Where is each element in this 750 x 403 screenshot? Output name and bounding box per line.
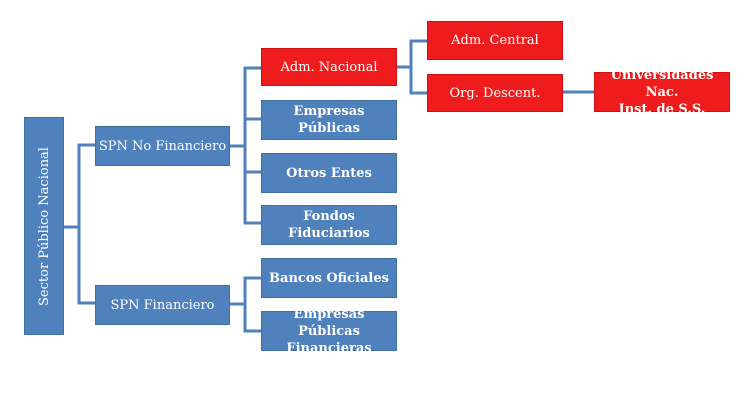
node-fondos-fiduciarios: Fondos Fiduciarios bbox=[261, 205, 397, 245]
node-empresas-publicas: Empresas Públicas bbox=[261, 100, 397, 140]
node-label: SPN Financiero bbox=[110, 297, 215, 313]
node-label-line1: Empresas Públicas bbox=[293, 306, 365, 339]
connector-adm-nacional bbox=[395, 39, 429, 95]
node-spn-financiero: SPN Financiero bbox=[95, 285, 230, 325]
node-bancos-oficiales: Bancos Oficiales bbox=[261, 258, 397, 298]
node-label: Sector Público Nacional bbox=[36, 146, 52, 306]
node-spn-no-financiero: SPN No Financiero bbox=[95, 126, 230, 166]
node-label: Org. Descent. bbox=[449, 85, 541, 101]
node-label-line1: Universidades Nac. bbox=[610, 67, 714, 100]
node-label: SPN No Financiero bbox=[98, 138, 227, 154]
node-empresas-publicas-financieras: Empresas Públicas Financieras bbox=[261, 307, 397, 356]
node-label-line2: Inst. de S.S. bbox=[618, 101, 706, 117]
node-sector-publico-nacional: Sector Público Nacional bbox=[24, 117, 64, 335]
node-otros-entes: Otros Entes bbox=[261, 153, 397, 193]
connector-root bbox=[62, 143, 97, 305]
node-universidades-inst-ss: Universidades Nac. Inst. de S.S. bbox=[594, 68, 730, 117]
node-label: Adm. Nacional bbox=[280, 59, 378, 75]
node-adm-nacional: Adm. Nacional bbox=[261, 48, 397, 86]
node-label: Bancos Oficiales bbox=[269, 270, 389, 286]
node-label: Otros Entes bbox=[286, 165, 372, 181]
connector-spn-no-financiero bbox=[228, 66, 263, 225]
node-label-line2: Financieras bbox=[286, 340, 372, 356]
node-org-descent: Org. Descent. bbox=[427, 74, 563, 112]
node-label: Empresas Públicas bbox=[293, 104, 365, 136]
connector-spn-financiero bbox=[228, 276, 263, 333]
node-adm-central: Adm. Central bbox=[427, 21, 563, 60]
node-label: Adm. Central bbox=[451, 33, 539, 48]
node-label: Fondos Fiduciarios bbox=[288, 209, 370, 241]
